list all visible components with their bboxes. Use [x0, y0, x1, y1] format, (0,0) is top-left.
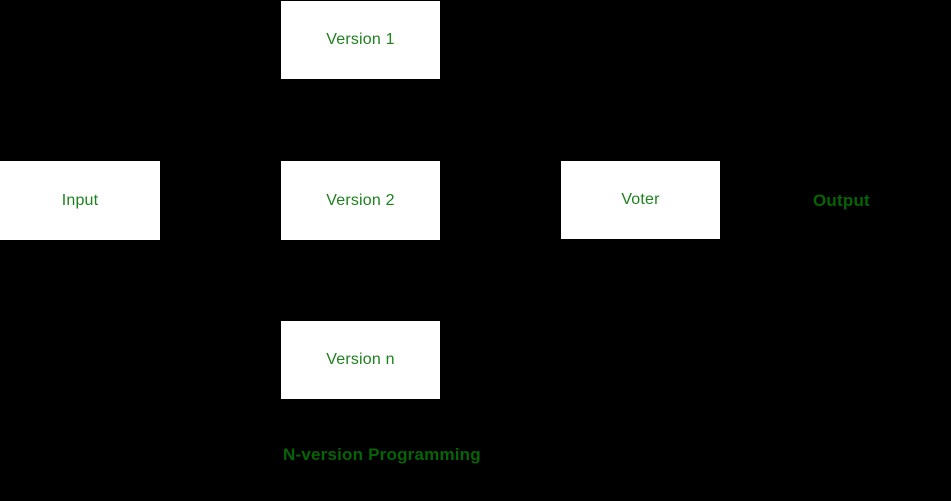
node-input: Input	[0, 161, 160, 240]
output-label: Output	[813, 191, 870, 210]
node-version-1-label: Version 1	[326, 31, 395, 48]
node-version-2-label: Version 2	[326, 191, 395, 209]
diagram-caption: N-version Programming	[283, 445, 481, 464]
node-version-n-label: Version n	[326, 351, 395, 368]
node-input-label: Input	[61, 191, 99, 209]
node-voter-label: Voter	[621, 191, 660, 208]
node-version-n: Version n	[281, 321, 440, 399]
node-voter: Voter	[561, 161, 720, 239]
node-version-1: Version 1	[281, 1, 440, 79]
node-version-2: Version 2	[281, 161, 440, 240]
